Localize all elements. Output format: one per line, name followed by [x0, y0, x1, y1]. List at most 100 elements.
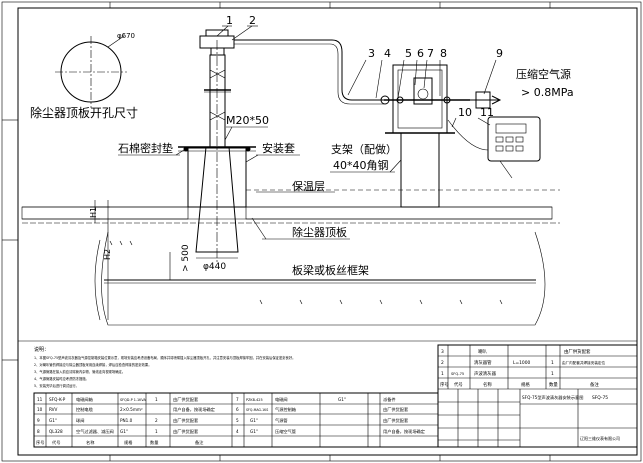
air-control-box: [392, 64, 448, 134]
pt-r10-remark: 用户自备，按现场确定: [173, 406, 215, 413]
parts-table: [33, 392, 439, 448]
pt-r8-remark: 由厂供货配套: [173, 428, 199, 435]
pt-r7-spec: G1": [338, 397, 346, 402]
pt-r8-name: 空气过滤器、减压阀: [76, 428, 114, 435]
pt-r7-remark: 派备件: [383, 396, 396, 403]
tb-r2-no: 2: [441, 360, 444, 366]
notes-heading: 说明：: [34, 346, 49, 353]
balloon-3: 3: [368, 47, 375, 60]
pt-r6-no: 6: [236, 407, 239, 412]
pt-r5-code: G1": [250, 418, 258, 423]
pt-r9-spec: PN1.0: [120, 418, 133, 423]
h1-label: H1: [89, 207, 98, 218]
tb-h-code: 代号: [454, 381, 463, 388]
pt-r8-qty: 1: [155, 429, 158, 434]
drawing-number: SFQ-75: [592, 395, 608, 401]
pt-r8-spec: G1": [120, 429, 128, 434]
pressure-source-label: 压缩空气源: [516, 67, 571, 81]
pt-h-remark: 备注: [195, 439, 204, 446]
pt-h-qty: 数量: [150, 439, 158, 446]
tb-r2-spec: L=1000: [513, 360, 531, 366]
horn-tube: [209, 54, 226, 148]
company-name: 辽阳三维仪表有限公司: [580, 435, 620, 441]
hole-size-view: φ670 除尘器顶板开孔尺寸: [30, 32, 138, 120]
pt-r7-name: 电磁阀: [275, 396, 288, 403]
pt-r7-no: 7: [236, 397, 239, 402]
pt-r6-remark: 由厂供货配套: [383, 406, 409, 413]
valve-control-box: [487, 116, 541, 162]
tb-r3-name: 喇叭: [478, 348, 487, 355]
plate-frame-label: 板梁或板丝框架: [292, 263, 369, 277]
pt-r11-code: SFQ-K-P: [49, 397, 66, 402]
frame-label: 支架（配做）: [331, 142, 397, 156]
tb-h-qty: 数量: [549, 381, 558, 388]
tb-r3-no: 3: [441, 349, 444, 355]
border-zone-marks: [2, 2, 551, 461]
balloon-6: 6: [417, 47, 424, 60]
balloon-2: 2: [249, 14, 256, 27]
tb-r1-code: SFQ-75: [451, 372, 464, 376]
pt-r6-name: 气源控制箱: [275, 406, 296, 413]
top-plate-hatch-right: [245, 206, 553, 220]
pt-h-no: 序号: [36, 439, 44, 446]
balloon-8: 8: [440, 47, 447, 60]
note-3: 3、气源管路在接入前应清除管内杂物，管线走向视现场确定。: [34, 369, 125, 374]
hole-size-title: 除尘器顶板开孔尺寸: [30, 105, 138, 120]
pt-r11-remark: 由厂供货配套: [173, 396, 199, 403]
pt-h-spec: 规格: [124, 439, 133, 446]
pt-r11-spec: SFQD-P 1.1KVA: [120, 398, 146, 402]
pt-r10-name: 控制电缆: [76, 406, 94, 413]
pt-r9-name: 球阀: [76, 417, 84, 424]
top-plate-hatch: [21, 206, 189, 220]
pt-r8-code: QL328: [49, 429, 63, 434]
dia-440-label: φ440: [203, 262, 226, 272]
tb-r1-no: 1: [441, 371, 444, 377]
top-plate-label: 除尘器顶板: [292, 225, 347, 239]
tb-h-remark: 备注: [590, 381, 599, 388]
drawing-title: SFQ-75型声波清灰器安装示意图: [522, 394, 583, 401]
tb-h-name: 名称: [483, 381, 492, 388]
h2-label: H2: [103, 249, 112, 260]
horn-assembly: φ440 > 500: [169, 29, 256, 280]
frame-break-line: [101, 231, 546, 326]
angle-steel-label: 40*40角钢: [333, 159, 389, 172]
pt-r10-no: 10: [37, 407, 43, 412]
pt-r9-no: 9: [37, 418, 40, 423]
pt-r4-remark: 用户自备，按现场确定: [383, 428, 425, 435]
tb-r2-qty: 1: [551, 360, 554, 366]
pt-r11-qty: 1: [155, 397, 158, 402]
pt-r7-code: PZKB-425: [246, 398, 263, 402]
balloon-9: 9: [496, 47, 503, 60]
note-5: 5、安装完毕后进行调试运行。: [34, 383, 79, 388]
pt-r4-name: 压缩空气管: [275, 428, 296, 435]
insulation-label: 保温层: [292, 179, 325, 193]
note-2: 2、对喇叭管的焊接应与除尘器顶板采用连续焊接，焊后应检查焊接的密封效果。: [34, 362, 152, 367]
pt-r4-no: 4: [236, 429, 239, 434]
title-block-cells: 3 喇叭 由厂供货配套 2 清灰器管 L=1000 1 由厂内配套并焊接安装定位…: [440, 348, 620, 441]
note-1: 1、本图SFQ-75型声波清灰器及气源控制箱安装位置示意，现场安装应考虑设备布局…: [34, 355, 295, 360]
pt-h-name: 名称: [86, 439, 94, 446]
pt-r8-no: 8: [37, 429, 40, 434]
pt-r9-code: G1": [49, 418, 57, 423]
tb-r3-remark: 由厂供货配套: [564, 348, 591, 355]
part-balloons: 1 2 3 4 5 6 7 8 9 10 11: [226, 14, 503, 119]
pt-r5-no: 5: [236, 418, 239, 423]
parts-table-cells: 11 SFQ-K-P 电磁阀箱 SFQD-P 1.1KVA 1 由厂供货配套 1…: [36, 396, 425, 446]
gt-500-label: > 500: [181, 244, 191, 272]
height-dimensions: [90, 200, 110, 320]
tb-r2-remark: 由厂内配套并焊接安装定位: [562, 360, 606, 365]
pt-r11-no: 11: [37, 397, 43, 402]
pt-r6-code: SFQ-MAG-1KS: [246, 408, 268, 412]
pt-r9-qty: 2: [155, 418, 158, 423]
tb-r2-name: 清灰器管: [474, 359, 492, 366]
balloon-10: 10: [458, 106, 472, 119]
balloon-7: 7: [427, 47, 434, 60]
frame-ticks: [109, 240, 503, 305]
pt-r9-remark: 由厂供货配套: [173, 417, 199, 424]
sheet-inner-border: [17, 7, 638, 456]
pressure-value: > 0.8MPa: [521, 86, 574, 99]
pt-r10-spec: 2×0.5mm²: [120, 407, 143, 412]
pt-h-code: 代号: [52, 439, 60, 446]
pt-r5-remark: 由厂供货配套: [383, 417, 409, 424]
